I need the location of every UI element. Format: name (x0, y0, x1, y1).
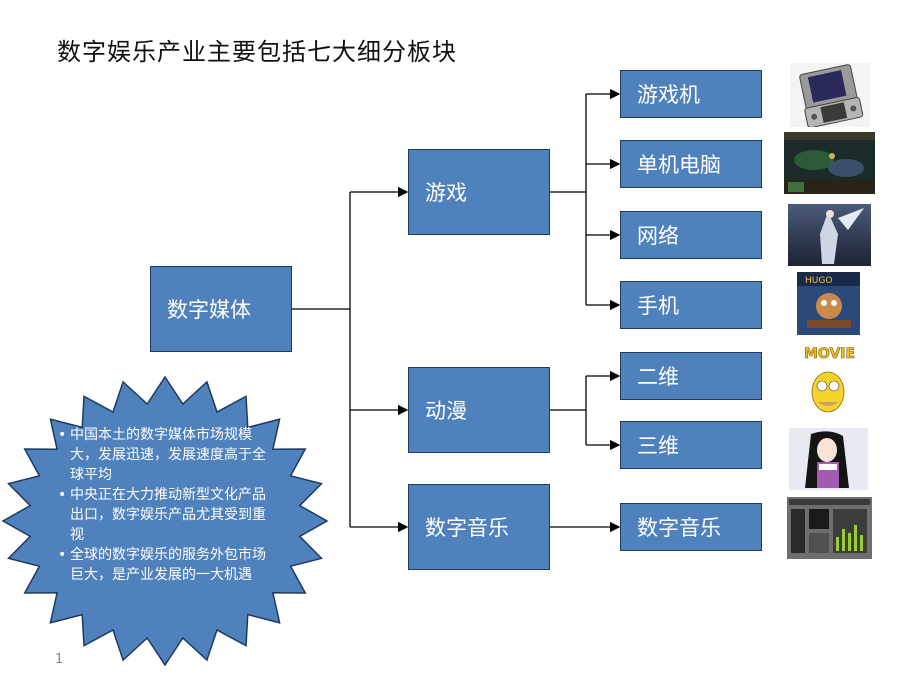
node-label: 网络 (637, 224, 679, 248)
node-music-sub: 数字音乐 (620, 503, 762, 551)
node-label: 游戏 (425, 181, 467, 205)
page-number: 1 (55, 652, 64, 667)
node-label: 单机电脑 (637, 153, 721, 177)
node-digital-media: 数字媒体 (150, 266, 292, 352)
node-console: 游戏机 (620, 70, 762, 118)
star-point: 中国本土的数字媒体市场规模大，发展迅速，发展速度高于全球平均 (58, 425, 278, 485)
3d-anime-thumbnail (789, 428, 868, 490)
starburst-text: 中国本土的数字媒体市场规模大，发展迅速，发展速度高于全球平均 中央正在大力推动新… (58, 425, 278, 585)
node-label: 手机 (637, 294, 679, 318)
node-2d: 二维 (620, 352, 762, 400)
simpsons-movie-thumbnail: MOVIE (800, 340, 857, 420)
node-label: 动漫 (425, 399, 467, 423)
console-thumbnail (790, 63, 870, 127)
page-title: 数字娱乐产业主要包括七大细分板块 (57, 38, 457, 66)
movie-logo: MOVIE (804, 346, 855, 362)
star-point: 中央正在大力推动新型文化产品出口，数字娱乐产品尤其受到重视 (58, 485, 278, 545)
node-pc-game: 单机电脑 (620, 140, 762, 188)
node-digital-music: 数字音乐 (408, 484, 550, 570)
mobile-game-thumbnail: HUGO (797, 272, 860, 335)
node-online: 网络 (620, 211, 762, 259)
star-point: 全球的数字娱乐的服务外包市场巨大，是产业发展的一大机遇 (58, 545, 278, 585)
node-label: 数字媒体 (167, 298, 251, 322)
node-label: 二维 (637, 365, 679, 389)
node-label: 三维 (637, 434, 679, 458)
node-3d: 三维 (620, 421, 762, 469)
node-game: 游戏 (408, 149, 550, 235)
pc-game-thumbnail (784, 132, 875, 194)
node-label: 数字音乐 (637, 516, 721, 540)
svg-text:HUGO: HUGO (805, 276, 832, 286)
online-game-thumbnail (788, 204, 871, 266)
node-label: 数字音乐 (425, 516, 509, 540)
music-software-thumbnail (787, 497, 872, 559)
node-anime: 动漫 (408, 367, 550, 453)
node-label: 游戏机 (637, 83, 700, 107)
node-mobile: 手机 (620, 281, 762, 329)
